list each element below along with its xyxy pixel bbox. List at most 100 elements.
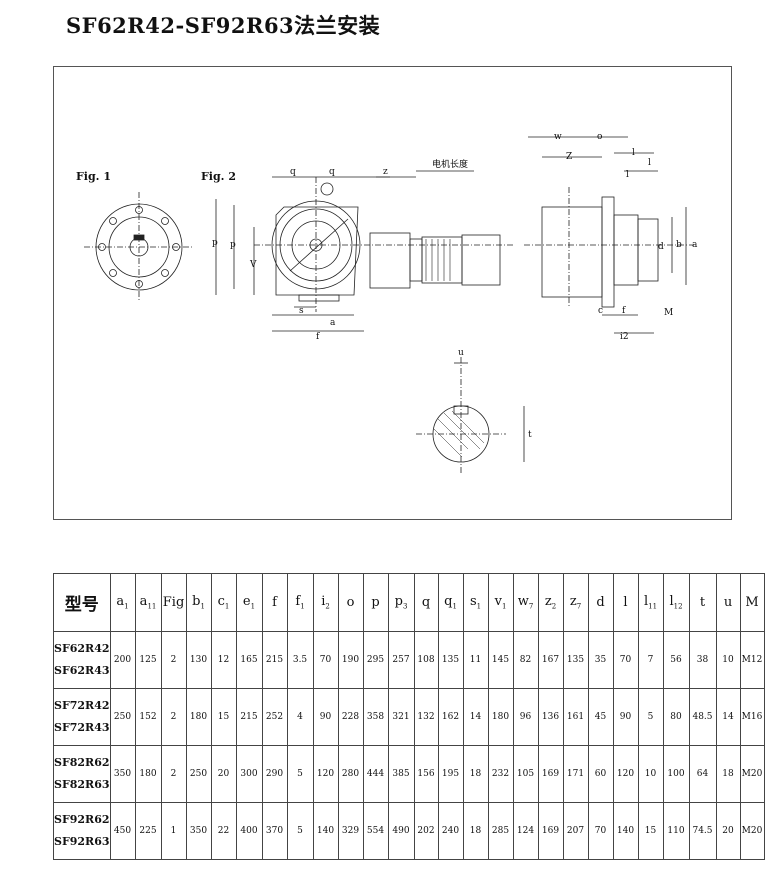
- value-cell: 100: [662, 745, 690, 803]
- header-label: M: [745, 595, 759, 610]
- dim-q1: q: [329, 167, 335, 177]
- dim-l: l: [632, 148, 635, 158]
- value-cell: 2: [160, 631, 187, 689]
- dim-u: u: [458, 348, 464, 358]
- dim-z2: z: [383, 167, 388, 177]
- header-label: l: [623, 595, 628, 610]
- value-cell: 5: [286, 745, 314, 803]
- value-cell: M20: [739, 802, 765, 860]
- header-col: l11: [637, 573, 664, 632]
- fig2-label: Fig. 2: [201, 170, 236, 183]
- technical-drawing: Fig. 1 Fig. 2: [53, 66, 732, 520]
- value-cell: 2: [160, 745, 187, 803]
- page-title: SF62R42-SF92R63法兰安装: [66, 13, 381, 38]
- header-label: t: [699, 595, 706, 610]
- header-col: l12: [662, 573, 690, 632]
- header-subscript: 1: [250, 602, 256, 611]
- model-name: SF92R63: [54, 835, 110, 848]
- value-cell: 300: [235, 745, 263, 803]
- value-cell: 96: [512, 688, 539, 746]
- header-col: p3: [387, 573, 415, 632]
- dim-i2: i2: [620, 332, 629, 342]
- dim-M: M: [664, 308, 673, 318]
- header-label: b: [192, 594, 201, 610]
- value-cell: 70: [312, 631, 339, 689]
- header-col: t: [688, 573, 717, 632]
- value-cell: 70: [612, 631, 639, 689]
- header-label: o: [346, 595, 355, 610]
- header-label: d: [596, 595, 605, 610]
- value-cell: 110: [662, 802, 690, 860]
- value-cell: 35: [587, 631, 614, 689]
- header-col: f: [261, 573, 288, 632]
- shaft-section: [416, 357, 525, 473]
- value-cell: 82: [512, 631, 539, 689]
- header-col: b1: [185, 573, 212, 632]
- header-col: c1: [210, 573, 237, 632]
- value-cell: 400: [235, 802, 263, 860]
- header-col: z7: [562, 573, 589, 632]
- value-cell: 444: [362, 745, 389, 803]
- value-cell: 130: [185, 631, 212, 689]
- value-cell: 20: [715, 802, 741, 860]
- fig2-gearbox: [215, 170, 514, 332]
- header-model: 型号: [53, 573, 111, 632]
- value-cell: 180: [134, 745, 162, 803]
- dim-q: q: [290, 167, 296, 177]
- value-cell: 350: [109, 745, 136, 803]
- header-subscript: 1: [124, 602, 129, 611]
- value-cell: 14: [715, 688, 741, 746]
- header-col: q: [413, 573, 439, 632]
- header-label: a: [139, 594, 148, 610]
- value-cell: 161: [562, 688, 589, 746]
- header-col: d: [587, 573, 614, 632]
- value-cell: 5: [286, 802, 314, 860]
- model-name: SF82R63: [54, 778, 110, 791]
- value-cell: 12: [210, 631, 237, 689]
- header-label: u: [723, 595, 733, 610]
- value-cell: 48.5: [688, 688, 717, 746]
- value-cell: 90: [612, 688, 639, 746]
- value-cell: 240: [437, 802, 464, 860]
- header-col: u: [715, 573, 741, 632]
- model-name: SF92R62: [54, 813, 110, 826]
- header-label: a: [116, 594, 125, 610]
- header-col: a11: [134, 573, 162, 632]
- value-cell: 11: [462, 631, 489, 689]
- value-cell: 350: [185, 802, 212, 860]
- value-cell: 105: [512, 745, 539, 803]
- value-cell: 295: [362, 631, 389, 689]
- value-cell: 4: [286, 688, 314, 746]
- value-cell: 490: [387, 802, 415, 860]
- header-subscript: 1: [224, 602, 230, 611]
- header-col: Fig: [160, 573, 187, 632]
- value-cell: 385: [387, 745, 415, 803]
- header-subscript: 3: [402, 602, 408, 611]
- value-cell: 10: [637, 745, 664, 803]
- header-label: Fig: [162, 595, 185, 610]
- header-col: q1: [437, 573, 464, 632]
- value-cell: 232: [487, 745, 514, 803]
- value-cell: 108: [413, 631, 439, 689]
- dim-p: p: [212, 238, 218, 248]
- value-cell: 257: [387, 631, 415, 689]
- value-cell: 152: [134, 688, 162, 746]
- value-cell: 5: [637, 688, 664, 746]
- value-cell: 167: [537, 631, 564, 689]
- dim-o: o: [597, 132, 602, 142]
- dim-b1: b: [676, 240, 682, 250]
- dim-d: d: [658, 242, 664, 252]
- value-cell: 135: [437, 631, 464, 689]
- value-cell: 1: [160, 802, 187, 860]
- dim-l11: l: [648, 158, 651, 168]
- header-col: z2: [537, 573, 564, 632]
- value-cell: 18: [462, 802, 489, 860]
- header-col: e1: [235, 573, 263, 632]
- value-cell: 250: [185, 745, 212, 803]
